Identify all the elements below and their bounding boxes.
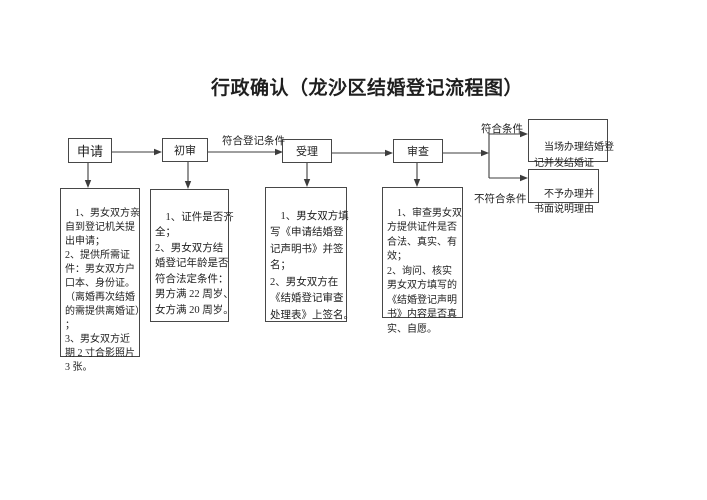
node-initial-review-label: 初审 <box>174 145 196 157</box>
node-initial-review: 初审 <box>162 138 208 162</box>
edge-review-to-branch <box>443 149 489 157</box>
detail-accept-text: 1、男女双方填 写《申请结婚登 记声明书》并签 名； 2、男女双方在 《结婚登记… <box>270 210 354 321</box>
node-accept: 受理 <box>282 139 332 163</box>
edge-accept-to-review <box>332 149 393 157</box>
node-approve-label: 当场办理结婚登 记并发结婚证 <box>534 142 614 169</box>
node-review: 审查 <box>393 139 443 163</box>
edge-label-not-meets-conditions: 不符合条件 <box>474 194 527 205</box>
page-title: 行政确认（龙沙区结婚登记流程图） <box>210 78 523 99</box>
node-review-label: 审查 <box>407 146 429 158</box>
edge-apply-to-initial-review <box>112 148 162 156</box>
detail-apply-text: 1、男女双方亲 自到登记机关提 出申请； 2、提供所需证 件：男女双方户 口本、… <box>65 208 145 373</box>
node-reject: 不予办理并 书面说明理由 <box>528 169 599 215</box>
node-apply-label: 申请 <box>76 144 103 159</box>
edge-apply-to-detail <box>84 163 92 188</box>
detail-accept: 1、男女双方填 写《申请结婚登 记声明书》并签 名； 2、男女双方在 《结婚登记… <box>265 187 354 322</box>
detail-initial-review-text: 1、证件是否齐 全； 2、男女双方结 婚登记年龄是否 符合法定条件： 男方满 2… <box>155 211 234 316</box>
edge-initial-review-to-accept <box>208 148 283 156</box>
node-accept-label: 受理 <box>296 146 318 158</box>
detail-initial-review: 1、证件是否齐 全； 2、男女双方结 婚登记年龄是否 符合法定条件： 男方满 2… <box>150 189 234 322</box>
edge-review-to-detail <box>413 163 421 187</box>
edge-label-meets-conditions: 符合条件 <box>481 124 523 135</box>
edge-branch-to-reject <box>489 174 528 182</box>
edge-initial-review-to-detail <box>184 162 192 189</box>
node-reject-label: 不予办理并 书面说明理由 <box>534 189 594 215</box>
edge-label-meets-registration: 符合登记条件 <box>222 136 285 147</box>
detail-apply: 1、男女双方亲 自到登记机关提 出申请； 2、提供所需证 件：男女双方户 口本、… <box>60 188 145 373</box>
edge-accept-to-detail <box>303 163 311 187</box>
node-apply: 申请 <box>68 138 112 163</box>
detail-review: 1、审查男女双 方提供证件是否 合法、真实、有 效； 2、询问、核实 男女双方填… <box>382 187 463 335</box>
detail-review-text: 1、审查男女双 方提供证件是否 合法、真实、有 效； 2、询问、核实 男女双方填… <box>387 207 462 335</box>
node-approve: 当场办理结婚登 记并发结婚证 <box>528 119 614 169</box>
